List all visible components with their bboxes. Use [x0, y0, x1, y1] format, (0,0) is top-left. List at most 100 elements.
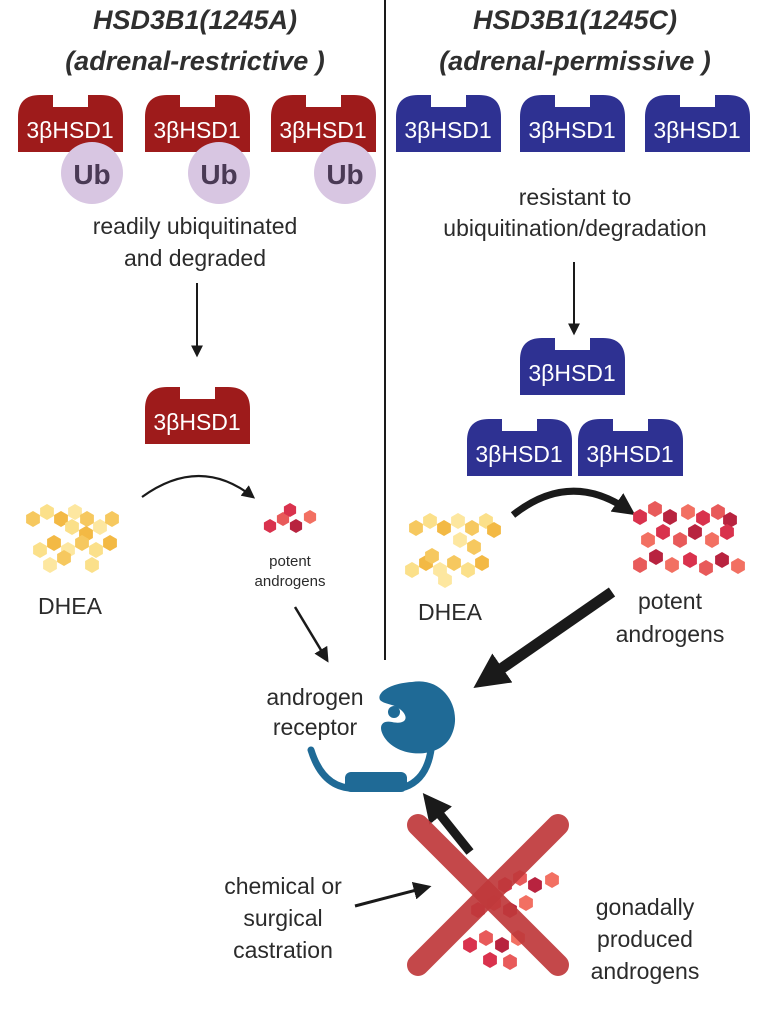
molecule-hexagon: [463, 937, 477, 953]
molecule-hexagon: [723, 512, 737, 528]
molecule-hexagon: [451, 513, 465, 529]
molecule-hexagon: [283, 503, 297, 517]
molecule-hexagon: [409, 520, 423, 536]
right-product-line1: potent: [638, 588, 702, 614]
molecule-hexagon: [65, 519, 79, 535]
restrictive-enzyme-2: 3βHSD1: [145, 95, 250, 152]
molecule-hexagon: [528, 877, 542, 893]
molecule-hexagon: [89, 542, 103, 558]
molecule-hexagon: [453, 532, 467, 548]
molecule-hexagon: [545, 872, 559, 888]
enzyme-label: 3βHSD1: [528, 360, 615, 386]
permissive-enzyme-1: 3βHSD1: [396, 95, 501, 152]
molecule-hexagon: [57, 550, 71, 566]
left-note-line2: and degraded: [124, 245, 266, 271]
molecule-hexagon: [673, 532, 687, 548]
molecule-hexagon: [633, 557, 647, 573]
molecule-hexagon: [641, 532, 655, 548]
molecule-hexagon: [649, 549, 663, 565]
molecule-hexagon: [633, 509, 647, 525]
molecule-hexagon: [656, 524, 670, 540]
molecule-hexagon: [683, 552, 697, 568]
molecule-hexagon: [487, 522, 501, 538]
molecule-hexagon: [699, 560, 713, 576]
androgen-receptor: [307, 681, 456, 792]
permissive-enzyme-stack-right: 3βHSD1: [578, 419, 683, 476]
molecule-hexagon: [276, 512, 290, 526]
left-product-line2: androgens: [254, 573, 326, 590]
molecule-hexagon: [711, 504, 725, 520]
gonadal-line1: gonadally: [595, 894, 695, 920]
svg-text:Ub: Ub: [200, 159, 237, 190]
molecule-hexagon: [438, 572, 452, 588]
molecule-hexagon: [54, 511, 68, 527]
molecule-hexagon: [405, 562, 419, 578]
conversion-arrow-left: [141, 474, 256, 499]
molecule-hexagon: [495, 937, 509, 953]
molecule-hexagon: [33, 542, 47, 558]
molecule-hexagon: [663, 509, 677, 525]
androgen-to-receptor-arrow-right: [473, 587, 616, 689]
restrictive-enzyme-remaining: 3βHSD1: [145, 387, 250, 444]
molecule-hexagon: [425, 548, 439, 564]
left-product-line1: potent: [269, 553, 311, 570]
molecule-hexagon: [303, 510, 317, 524]
ubiquitin-1: Ub: [61, 142, 123, 204]
receptor-label-line1: androgen: [266, 684, 364, 710]
svg-text:Ub: Ub: [326, 159, 363, 190]
androgen-molecules-left: [263, 503, 317, 533]
molecule-hexagon: [263, 519, 277, 533]
gonadal-to-receptor-arrow: [422, 793, 474, 855]
svg-text:Ub: Ub: [73, 159, 110, 190]
molecule-hexagon: [705, 532, 719, 548]
left-subtitle: (adrenal-restrictive ): [65, 46, 325, 76]
permissive-enzyme-2: 3βHSD1: [520, 95, 625, 152]
dhea-molecules-right: [405, 513, 501, 588]
castration-line2: surgical: [243, 905, 323, 931]
receptor-label-line2: receptor: [272, 714, 358, 740]
molecule-hexagon: [715, 552, 729, 568]
enzyme-label: 3βHSD1: [153, 117, 240, 143]
molecule-hexagon: [731, 558, 745, 574]
castration-line1: chemical or: [224, 873, 342, 899]
molecule-hexagon: [103, 535, 117, 551]
molecule-hexagon: [26, 511, 40, 527]
molecule-hexagon: [720, 524, 734, 540]
molecule-hexagon: [475, 555, 489, 571]
permissive-enzyme-stack-top: 3βHSD1: [520, 338, 625, 395]
castration-cross: [407, 814, 569, 976]
molecule-hexagon: [681, 504, 695, 520]
molecule-hexagon: [461, 562, 475, 578]
enzyme-label: 3βHSD1: [653, 117, 740, 143]
right-dhea-label: DHEA: [418, 599, 482, 625]
restrictive-enzyme-3: 3βHSD1: [271, 95, 376, 152]
androgen-to-receptor-arrow-left: [293, 606, 329, 663]
molecule-hexagon: [483, 952, 497, 968]
enzyme-label: 3βHSD1: [475, 441, 562, 467]
right-note-line2: ubiquitination/degradation: [443, 215, 707, 241]
molecule-hexagon: [85, 557, 99, 573]
right-subtitle: (adrenal-permissive ): [439, 46, 711, 76]
castration-line3: castration: [233, 937, 333, 963]
molecule-hexagon: [105, 511, 119, 527]
permissive-enzyme-stack-left: 3βHSD1: [467, 419, 572, 476]
right-product-line2: androgens: [615, 621, 725, 647]
ubiquitin-2: Ub: [188, 142, 250, 204]
conversion-arrow-right: [510, 487, 636, 518]
enzyme-label: 3βHSD1: [153, 409, 240, 435]
molecule-hexagon: [696, 510, 710, 526]
castration-arrow: [354, 881, 432, 908]
gonadal-line3: androgens: [590, 958, 700, 984]
molecule-hexagon: [93, 519, 107, 535]
molecule-hexagon: [40, 504, 54, 520]
enzyme-label: 3βHSD1: [528, 117, 615, 143]
molecule-hexagon: [68, 504, 82, 520]
enzyme-label: 3βHSD1: [279, 117, 366, 143]
molecule-hexagon: [423, 513, 437, 529]
androgen-molecules-right: [633, 501, 745, 576]
molecule-hexagon: [688, 524, 702, 540]
ubiquitin-3: Ub: [314, 142, 376, 204]
molecule-hexagon: [503, 954, 517, 970]
molecule-hexagon: [437, 520, 451, 536]
